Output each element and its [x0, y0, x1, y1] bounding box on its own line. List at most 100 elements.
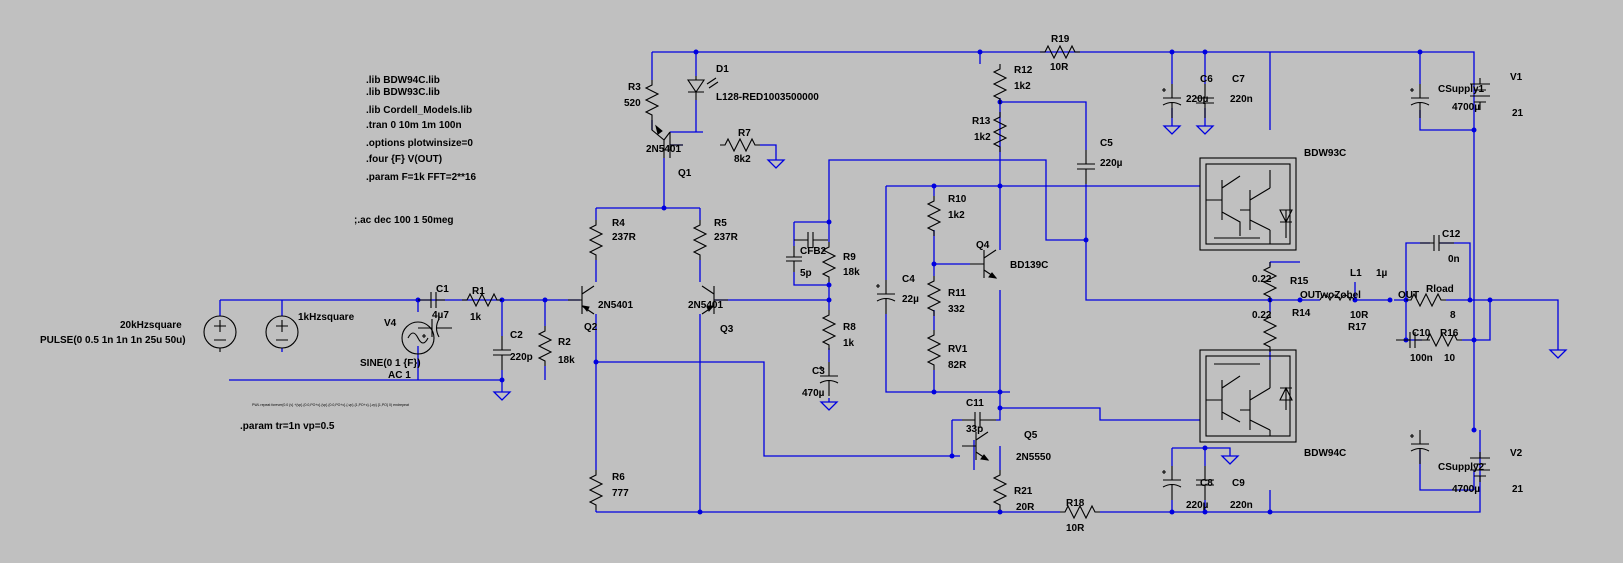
source-labels: 20kHzsquare PULSE(0 0.5 1n 1n 1n 25u 50u… — [40, 72, 1524, 495]
cs2v-label: 4700µ — [1452, 484, 1480, 495]
rload-label: Rload — [1426, 284, 1454, 295]
q1m-label: 2N5401 — [646, 144, 681, 155]
r21-label: R21 — [1014, 486, 1033, 497]
r18v-label: 10R — [1066, 523, 1085, 534]
r16v-label: 10 — [1444, 353, 1456, 364]
c3v-label: 470µ — [802, 388, 825, 399]
r19v-label: 10R — [1050, 62, 1069, 73]
r12v-label: 1k2 — [1014, 81, 1031, 92]
pwl-note: PWL repeat forever(0.0 {v} +{vp} {0.0,PO… — [252, 403, 409, 407]
net-labels: L1 1µ OUT OUTwoZobel — [1300, 268, 1419, 301]
l1-label: L1 — [1350, 268, 1362, 279]
r16-label: R16 — [1440, 328, 1459, 339]
r18-label: R18 — [1066, 498, 1085, 509]
bdw93c-symbol[interactable] — [1199, 157, 1297, 251]
directive-ac: ;.ac dec 100 1 50meg — [354, 215, 454, 226]
cs1-label: CSupply1 — [1438, 84, 1485, 95]
c7-label: C7 — [1232, 74, 1245, 85]
q2-label: Q2 — [584, 322, 598, 333]
q4-label: Q4 — [976, 240, 990, 251]
d1m-label: L128-RED1003500000 — [716, 92, 819, 103]
r3-label: R3 — [628, 82, 641, 93]
v4-name: V4 — [384, 318, 397, 329]
r8-label: R8 — [843, 322, 856, 333]
rv1v-label: 82R — [948, 360, 967, 371]
cs2-label: CSupply2 — [1438, 462, 1485, 473]
q2m-label: 2N5401 — [598, 300, 633, 311]
r17-label: R17 — [1348, 322, 1367, 333]
l1v-label: 1µ — [1376, 268, 1388, 279]
c4-label: C4 — [902, 274, 915, 285]
directive-lib2: .lib BDW93C.lib — [366, 87, 440, 98]
c10-label: C10 — [1412, 328, 1431, 339]
d1-label: D1 — [716, 64, 729, 75]
c8v-label: 220µ — [1186, 500, 1209, 511]
r6v-label: 777 — [612, 488, 629, 499]
c10v-label: 100n — [1410, 353, 1433, 364]
c4v-label: 22µ — [902, 294, 919, 305]
directive-param: .param F=1k FFT=2**16 — [366, 172, 476, 183]
cs1v-label: 4700µ — [1452, 102, 1480, 113]
r8v-label: 1k — [843, 338, 855, 349]
r9v-label: 18k — [843, 267, 860, 278]
transistors[interactable] — [567, 120, 997, 461]
d1-symbol[interactable] — [686, 76, 719, 100]
q4m-label: BD139C — [1010, 260, 1048, 271]
out-label: OUT — [1398, 290, 1419, 301]
v1-value: 21 — [1512, 108, 1524, 119]
bdw94c-symbol[interactable] — [1199, 349, 1297, 443]
r14v-label: 0.22 — [1252, 310, 1272, 321]
c8-label: C8 — [1200, 478, 1213, 489]
c6-label: C6 — [1200, 74, 1213, 85]
r3v-label: 520 — [624, 98, 641, 109]
q5-label: Q5 — [1024, 430, 1038, 441]
r10v-label: 1k2 — [948, 210, 965, 221]
l1-symbol[interactable] — [1319, 294, 1355, 302]
r13-label: R13 — [972, 116, 991, 127]
capacitors[interactable] — [417, 83, 1455, 501]
q1-label: Q1 — [678, 168, 692, 179]
c9v-label: 220n — [1230, 500, 1253, 511]
q3-label: Q3 — [720, 324, 734, 335]
cfb2v-label: 5p — [800, 268, 812, 279]
junctions — [415, 49, 1493, 515]
r9-label: R9 — [843, 252, 856, 263]
outwozobel-label: OUTwoZobel — [1300, 290, 1361, 301]
r5-label: R5 — [714, 218, 727, 229]
v4-ac: AC 1 — [388, 370, 411, 381]
r21v-label: 20R — [1016, 502, 1035, 513]
v2-name: V2 — [1510, 448, 1523, 459]
v4-value: SINE(0 1 {F}) — [360, 358, 421, 369]
bdw93-label: BDW93C — [1304, 148, 1346, 159]
voltage-sources[interactable] — [203, 78, 1490, 482]
r15-label: R15 — [1290, 276, 1309, 287]
r11-label: R11 — [948, 288, 966, 299]
r11v-label: 332 — [948, 304, 965, 315]
r1-label: R1 — [472, 286, 485, 297]
r2v-label: 18k — [558, 355, 575, 366]
r2-label: R2 — [558, 337, 571, 348]
q5m-label: 2N5550 — [1016, 452, 1051, 463]
sq20k-name: 20kHzsquare — [120, 320, 182, 331]
cfb2-label: CFB2 — [800, 246, 827, 257]
c2-label: C2 — [510, 330, 523, 341]
r17v-label: 10R — [1350, 310, 1369, 321]
spice-directives: .lib BDW94C.lib .lib BDW93C.lib .lib Cor… — [240, 75, 476, 432]
c1-label: C1 — [436, 284, 449, 295]
directive-tran: .tran 0 10m 1m 100n — [366, 120, 462, 131]
r14-label: R14 — [1292, 308, 1311, 319]
r6-label: R6 — [612, 472, 625, 483]
directive-lib3: .lib Cordell_Models.lib — [366, 105, 472, 116]
c7v-label: 220n — [1230, 94, 1253, 105]
directive-four: .four {F} V(OUT) — [366, 154, 442, 165]
directive-lib1: .lib BDW94C.lib — [366, 75, 440, 86]
r7v-label: 8k2 — [734, 154, 751, 165]
r5v-label: 237R — [714, 232, 739, 243]
c12v-label: 0n — [1448, 254, 1460, 265]
c5-label: C5 — [1100, 138, 1113, 149]
sq1k-name: 1kHzsquare — [298, 312, 355, 323]
